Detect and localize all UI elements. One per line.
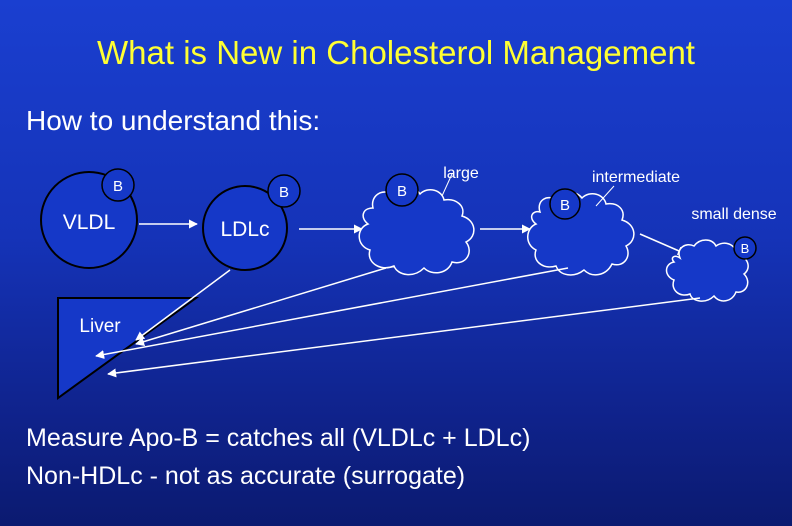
vldl-apo-b: B [113,178,123,195]
small-dense-particle: B small dense [665,206,777,302]
slide-subtitle: How to understand this: [26,105,321,136]
ldlc-to-liver-arrow [135,269,231,341]
intermediate-apo-b: B [560,197,570,214]
intermediate-to-small-dense-arrow [639,233,687,255]
large-particle: B large [358,165,479,276]
intermediate-cloud-shape [527,191,635,276]
bullet-non-hdlc: Non-HDLc - not as accurate (surrogate) [26,462,466,490]
small-dense-cloud-shape [665,239,749,302]
vldl-label: VLDL [63,211,116,234]
small-dense-apo-b: B [741,241,750,256]
ldlc-label: LDLc [220,218,269,241]
small-dense-label: small dense [691,206,776,223]
liver-triangle [57,297,200,400]
slide-title: What is New in Cholesterol Management [97,34,695,71]
large-label: large [443,165,479,182]
ldlc-apo-b: B [279,184,289,201]
small-dense-to-liver-arrow [107,297,701,378]
liver-label: Liver [79,316,121,337]
intermediate-label: intermediate [592,169,680,186]
large-apo-b: B [397,183,407,200]
intermediate-to-liver-arrow [95,267,569,359]
ldlc-particle: LDLc B [202,174,301,271]
vldl-particle: VLDL B [40,168,138,269]
intermediate-particle: B intermediate [527,169,680,276]
liver: Liver [57,297,200,400]
large-cloud-shape [358,185,475,276]
large-to-liver-arrow [135,267,387,346]
bullet-apo-b: Measure Apo-B = catches all (VLDLc + LDL… [26,424,531,452]
